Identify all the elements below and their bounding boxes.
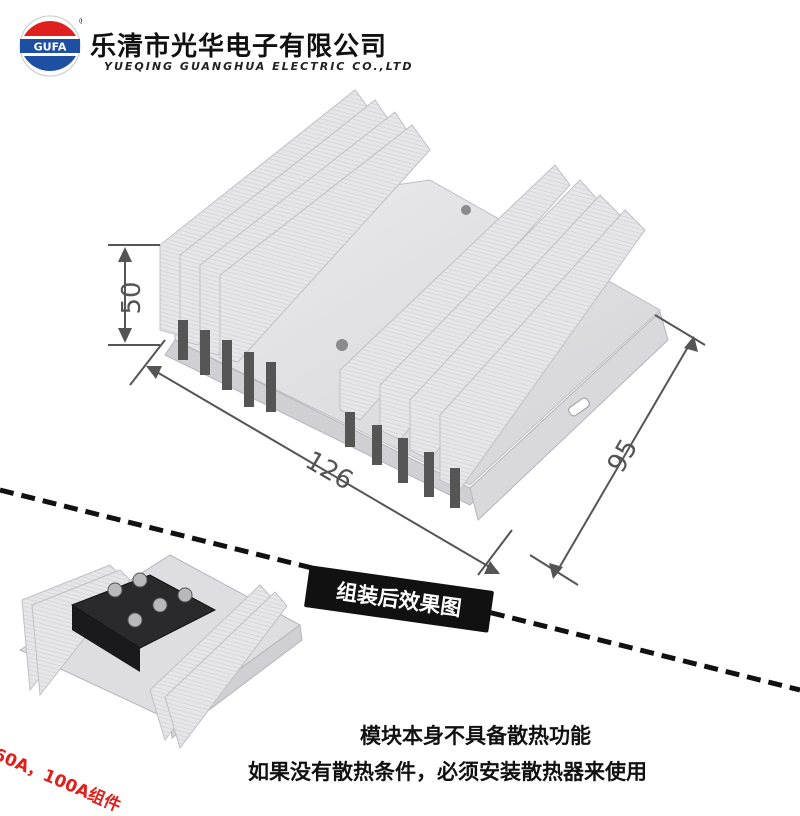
assembled-heatsink xyxy=(18,554,303,750)
company-logo: GUFA ® xyxy=(19,15,82,77)
registered-mark: ® xyxy=(78,17,82,27)
company-name-en: YUEQING GUANGHUA ELECTRIC CO.,LTD xyxy=(104,60,414,73)
section-divider xyxy=(0,487,800,693)
logo-text: GUFA xyxy=(34,41,67,54)
note-line-2: 如果没有散热条件，必须安装散热器来使用 xyxy=(248,760,647,784)
heatsink xyxy=(159,89,669,521)
logo-red-arc xyxy=(24,20,76,36)
logo-blue-arc xyxy=(24,56,76,72)
note-line-1: 模块本身不具备散热功能 xyxy=(360,724,591,748)
mounting-slot xyxy=(568,397,590,417)
dimension-height: 50 xyxy=(108,244,160,346)
heatsink-flange-right xyxy=(469,311,669,521)
left-fin-4 xyxy=(219,124,431,363)
mounting-hole-top xyxy=(461,205,471,215)
right-fin-4 xyxy=(439,209,646,491)
dimension-length-value: 126 xyxy=(300,446,358,497)
right-fin-gaps xyxy=(345,412,460,508)
mounting-hole-bottom xyxy=(336,339,348,351)
dimension-height-value: 50 xyxy=(117,281,147,314)
assembled-fin-right-2 xyxy=(164,591,288,750)
left-fin-gaps xyxy=(178,320,276,412)
module-terminals xyxy=(107,572,193,628)
company-name-cn: 乐清市光华电子有限公司 xyxy=(90,32,388,62)
dimension-width-value: 95 xyxy=(602,434,645,478)
power-module-side xyxy=(72,605,140,672)
